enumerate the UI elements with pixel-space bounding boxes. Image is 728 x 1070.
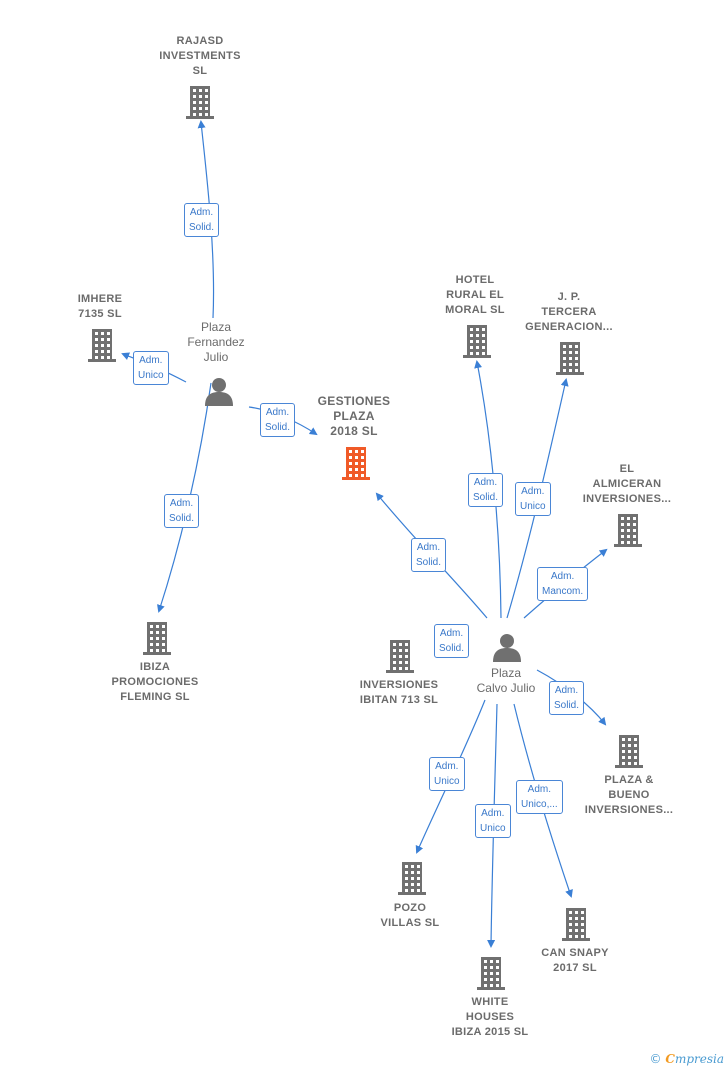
brand-name: mpresia: [674, 1052, 724, 1066]
brand-initial: C: [665, 1052, 675, 1066]
empresia-watermark: © Cmpresia: [650, 1052, 724, 1066]
edge-label-white-houses[interactable]: Adm. Unico: [475, 804, 511, 838]
building-icon-imhere[interactable]: [86, 327, 118, 368]
node-imhere-label[interactable]: IMHERE 7135 SL: [77, 293, 123, 320]
person-fernandez-label[interactable]: Plaza Fernandez Julio: [187, 320, 245, 364]
edge-label-can-snapy[interactable]: Adm. Unico,...: [516, 780, 563, 814]
person-calvo-label[interactable]: Plaza Calvo Julio: [476, 666, 536, 695]
node-plaza-bueno-label[interactable]: PLAZA & BUENO INVERSIONES...: [584, 774, 674, 816]
building-icon-hotel[interactable]: [461, 323, 493, 364]
edge-label-hotel[interactable]: Adm. Solid.: [468, 473, 504, 507]
node-pozo-label[interactable]: POZO VILLAS SL: [380, 902, 440, 929]
edge-label-ibiza[interactable]: Adm. Solid.: [164, 494, 200, 528]
node-can-snapy-label[interactable]: CAN SNAPY 2017 SL: [541, 947, 609, 974]
node-ibiza-label[interactable]: IBIZA PROMOCIONES FLEMING SL: [111, 661, 199, 703]
building-icon-inversiones[interactable]: [384, 638, 416, 679]
building-icon-gestiones[interactable]: [340, 445, 372, 486]
edge-label-pozo[interactable]: Adm. Unico: [429, 757, 465, 791]
building-icon-pozo[interactable]: [396, 860, 428, 901]
building-icon-jp[interactable]: [554, 340, 586, 381]
building-icon-white-houses[interactable]: [475, 955, 507, 996]
edge-label-almiceran[interactable]: Adm. Mancom.: [537, 567, 589, 601]
edge-label-imhere[interactable]: Adm. Unico: [133, 351, 169, 385]
edge-label-gestiones-fernandez[interactable]: Adm. Solid.: [260, 403, 296, 437]
node-jp-label[interactable]: J. P. TERCERA GENERACION...: [525, 291, 613, 333]
node-inversiones-label[interactable]: INVERSIONES IBITAN 713 SL: [359, 679, 439, 706]
building-icon-can-snapy[interactable]: [560, 906, 592, 947]
node-rajasd-label[interactable]: RAJASD INVESTMENTS SL: [159, 35, 241, 77]
node-hotel-label[interactable]: HOTEL RURAL EL MORAL SL: [445, 274, 505, 316]
building-icon-almiceran[interactable]: [612, 512, 644, 553]
node-gestiones-plaza-label[interactable]: GESTIONES PLAZA 2018 SL: [317, 394, 391, 438]
building-icon-rajasd[interactable]: [184, 84, 216, 125]
edge-label-plaza-bueno[interactable]: Adm. Solid.: [549, 681, 585, 715]
edge-label-jp[interactable]: Adm. Unico: [515, 482, 551, 516]
building-icon-plaza-bueno[interactable]: [613, 733, 645, 774]
person-icon-calvo[interactable]: [492, 632, 522, 667]
building-icon-ibiza[interactable]: [141, 620, 173, 661]
copyright-symbol: ©: [649, 1052, 662, 1066]
edge-label-rajasd[interactable]: Adm. Solid.: [184, 203, 220, 237]
node-white-houses-label[interactable]: WHITE HOUSES IBIZA 2015 SL: [451, 996, 529, 1038]
person-icon-fernandez[interactable]: [204, 376, 234, 411]
edge-label-gestiones-calvo[interactable]: Adm. Solid.: [411, 538, 447, 572]
edge-label-inversiones[interactable]: Adm. Solid.: [434, 624, 470, 658]
node-almiceran-label[interactable]: EL ALMICERAN INVERSIONES...: [582, 463, 672, 505]
